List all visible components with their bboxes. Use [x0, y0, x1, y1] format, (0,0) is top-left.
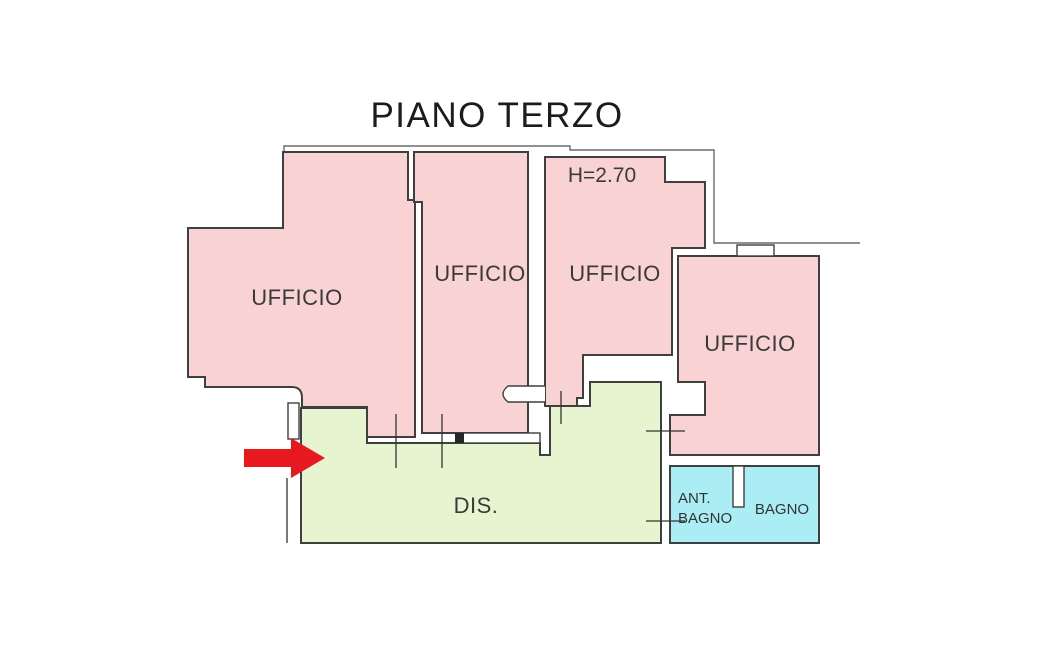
room-label-ant-bagno-line1: ANT.	[678, 490, 711, 507]
room-label-ant-bagno-line2: BAGNO	[678, 510, 732, 527]
room-ufficio-1-area	[187, 151, 416, 438]
door-opening-marks	[395, 391, 685, 522]
room-label-ufficio-1: UFFICIO	[251, 285, 343, 310]
room-ufficio-2-area	[413, 151, 529, 434]
page-title: PIANO TERZO	[370, 96, 623, 135]
wall-pier	[455, 433, 464, 443]
wall-room2-bottom	[461, 432, 541, 444]
room-dis-area	[300, 381, 662, 544]
room-label-ufficio-3: UFFICIO	[569, 261, 661, 286]
entrance-arrow-icon	[244, 438, 325, 478]
door-niche-room2-room3	[502, 385, 545, 403]
height-note-label: H=2.70	[568, 164, 636, 187]
room-ufficio-4-area	[669, 255, 820, 456]
wall-entrance-upper	[287, 402, 300, 440]
perimeter-outline	[283, 145, 860, 244]
room-label-dis: DIS.	[454, 493, 499, 518]
room-label-ufficio-2: UFFICIO	[434, 261, 526, 286]
wall-bagno-divider	[732, 465, 745, 508]
window-room4	[736, 244, 775, 257]
room-label-ufficio-4: UFFICIO	[704, 331, 796, 356]
room-label-bagno: BAGNO	[755, 501, 809, 518]
